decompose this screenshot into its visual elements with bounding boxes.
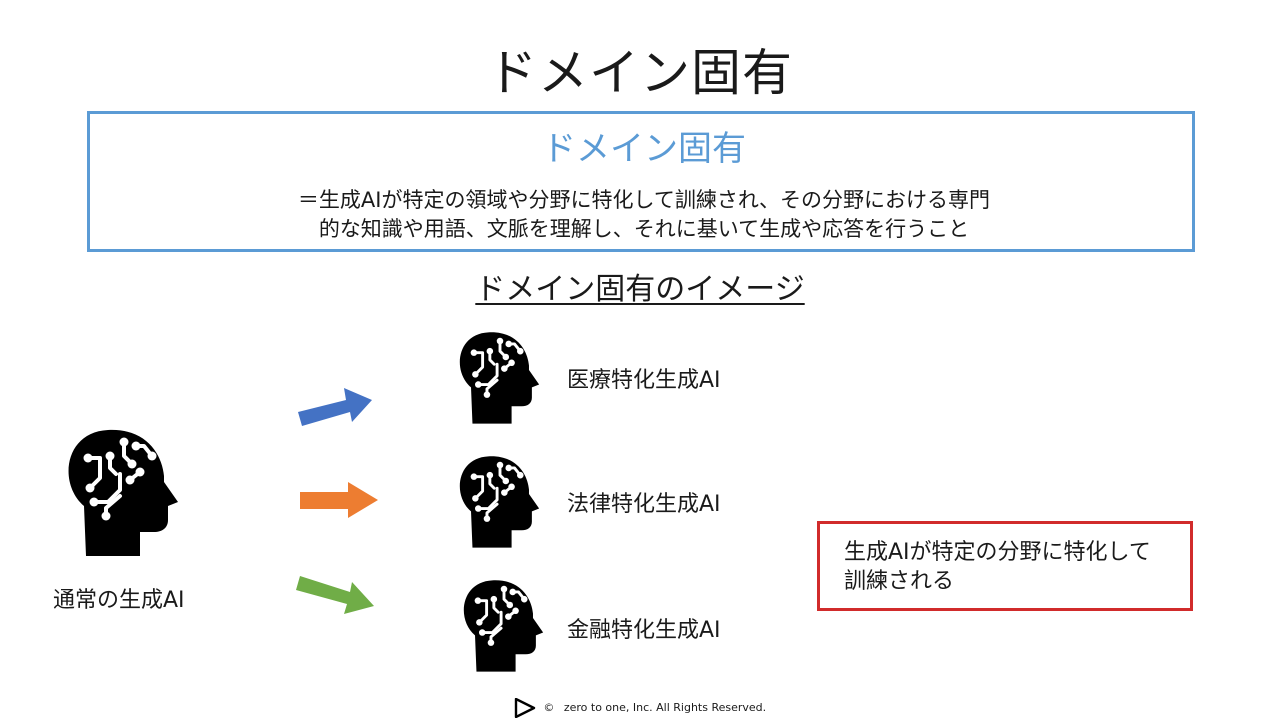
- finance-ai-label: 金融特化生成AI: [567, 618, 721, 643]
- general-ai-label: 通常の生成AI: [53, 588, 185, 613]
- copyright-symbol: ©: [543, 701, 555, 714]
- definition-box: ドメイン固有 ＝生成AIが特定の領域や分野に特化して訓練され、その分野における専…: [87, 111, 1195, 252]
- image-section-title: ドメイン固有のイメージ: [0, 270, 1280, 310]
- arrow-down-right-icon: [296, 576, 374, 614]
- note-line-1: 生成AIが特定の分野に特化して: [844, 540, 1151, 565]
- legal-ai-label: 法律特化生成AI: [567, 492, 721, 517]
- note-box: 生成AIが特定の分野に特化して 訓練される: [817, 521, 1193, 611]
- definition-text: ＝生成AIが特定の領域や分野に特化して訓練され、その分野における専門 的な知識や…: [90, 186, 1198, 244]
- arrow-right-icon: [300, 482, 378, 518]
- slide-title: ドメイン固有: [487, 44, 793, 102]
- legal-ai-head-icon: [458, 454, 541, 550]
- definition-title: ドメイン固有: [542, 129, 746, 169]
- general-ai-head-icon: [66, 427, 180, 558]
- note-text: 生成AIが特定の分野に特化して 訓練される: [844, 538, 1184, 596]
- definition-line-1: ＝生成AIが特定の領域や分野に特化して訓練され、その分野における専門: [297, 188, 991, 212]
- medical-ai-label: 医療特化生成AI: [567, 368, 721, 393]
- finance-ai-head-icon: [462, 578, 545, 674]
- zero-to-one-logo-icon: [514, 698, 536, 718]
- footer: © zero to one, Inc. All Rights Reserved.: [0, 697, 1280, 719]
- footer-text: zero to one, Inc. All Rights Reserved.: [563, 701, 767, 714]
- medical-ai-head-icon: [458, 330, 541, 426]
- image-section-title-text: ドメイン固有のイメージ: [475, 272, 805, 307]
- note-line-2: 訓練される: [844, 569, 955, 594]
- definition-line-2: 的な知識や用語、文脈を理解し、それに基いて生成や応答を行うこと: [318, 217, 970, 241]
- arrow-up-right-icon: [298, 388, 372, 426]
